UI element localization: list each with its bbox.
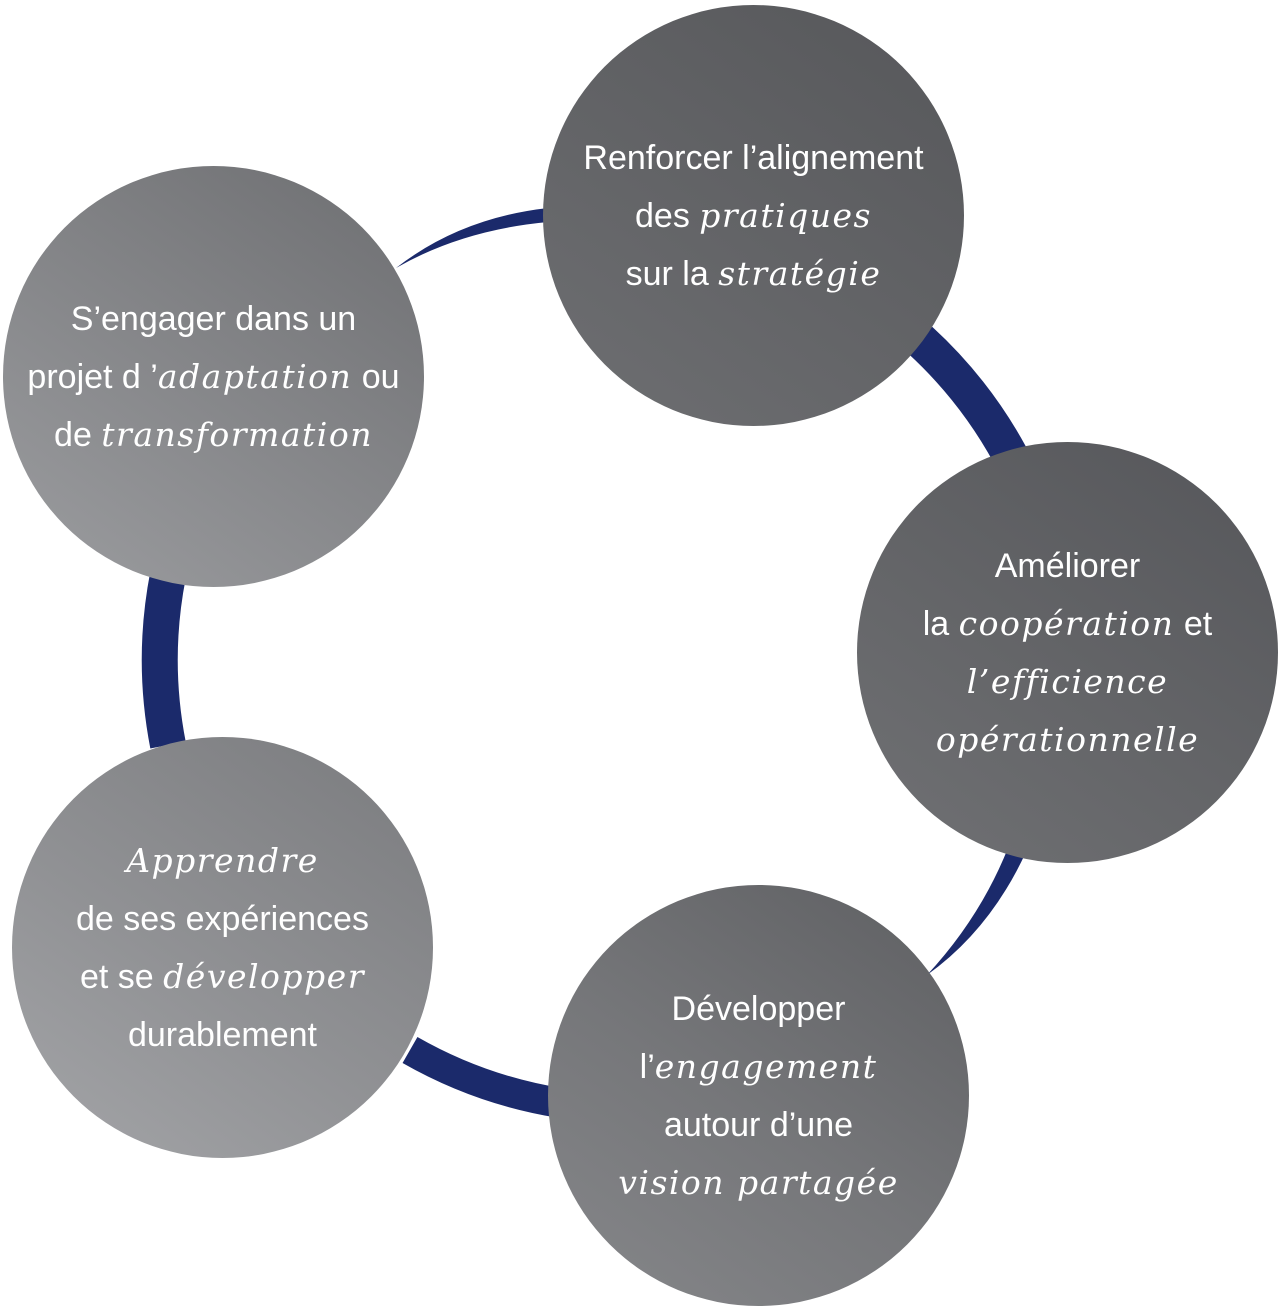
label-text: Améliorer <box>994 546 1141 585</box>
label-text: durablement <box>127 1015 317 1054</box>
label-text: Développer <box>671 989 846 1028</box>
step-apprendre-line: Apprendre <box>126 832 319 890</box>
step-alignement-line: Renforcer l’alignement <box>583 129 923 187</box>
step-engagement-line: Développer <box>672 980 846 1038</box>
highlight-word: Apprendre <box>126 840 319 880</box>
highlight-word: développer <box>163 956 365 996</box>
highlight-word: engagement <box>654 1046 878 1086</box>
highlight-word: stratégie <box>718 253 882 293</box>
label-text: et <box>1174 604 1213 643</box>
step-cooperation-line: la coopération et <box>923 595 1213 653</box>
highlight-word: pratiques <box>699 195 872 235</box>
step-apprendre-line: et se développer <box>80 948 365 1006</box>
ring-segment-left <box>141 571 186 749</box>
label-text: autour d’une <box>663 1105 854 1144</box>
label-text: Renforcer l’alignement <box>583 138 924 177</box>
step-engagement: Développer l’engagement autour d’une vision… <box>548 885 969 1306</box>
highlight-word: adaptation <box>157 356 353 396</box>
highlight-word: l’efficience <box>966 661 1169 701</box>
label-text: ou <box>352 357 400 396</box>
ring-segment-right-lower <box>927 848 1026 975</box>
step-engagement-line: vision partagée <box>618 1154 899 1212</box>
label-text: et se <box>80 957 164 996</box>
step-apprendre-line: durablement <box>128 1006 317 1064</box>
step-alignement-line: sur la stratégie <box>626 245 882 303</box>
ring-segment-top <box>396 208 548 268</box>
ring-segment-bottom <box>402 1036 563 1118</box>
step-cooperation-line: l’efficience <box>967 653 1168 711</box>
step-apprendre: Apprendre de ses expériences et se dévelop… <box>12 737 433 1158</box>
step-transformation: S’engager dans un projet d ’adaptation ou… <box>3 166 424 587</box>
label-text: S’engager dans un <box>70 299 357 338</box>
label-text: sur la <box>625 254 719 293</box>
step-cooperation-line: opérationnelle <box>936 711 1199 769</box>
step-engagement-line: autour d’une <box>664 1096 853 1154</box>
step-apprendre-line: de ses expériences <box>76 890 369 948</box>
label-text: des <box>635 196 700 235</box>
step-alignement-line: des pratiques <box>635 187 872 245</box>
ring-segment-right-upper <box>907 326 1026 464</box>
label-text: de ses expériences <box>76 899 369 938</box>
step-engagement-line: l’engagement <box>640 1038 878 1096</box>
highlight-word: opérationnelle <box>935 719 1200 759</box>
highlight-word: transformation <box>101 414 373 454</box>
highlight-word: coopération <box>958 603 1175 643</box>
label-text: projet d ’ <box>27 357 158 396</box>
step-transformation-line: de transformation <box>54 406 373 464</box>
label-text: de <box>54 415 102 454</box>
label-text: la <box>922 604 959 643</box>
step-cooperation-line: Améliorer <box>995 537 1140 595</box>
step-transformation-line: S’engager dans un <box>71 290 356 348</box>
label-text: l’ <box>639 1047 655 1086</box>
step-transformation-line: projet d ’adaptation ou <box>27 348 399 406</box>
highlight-word: vision partagée <box>618 1162 899 1202</box>
